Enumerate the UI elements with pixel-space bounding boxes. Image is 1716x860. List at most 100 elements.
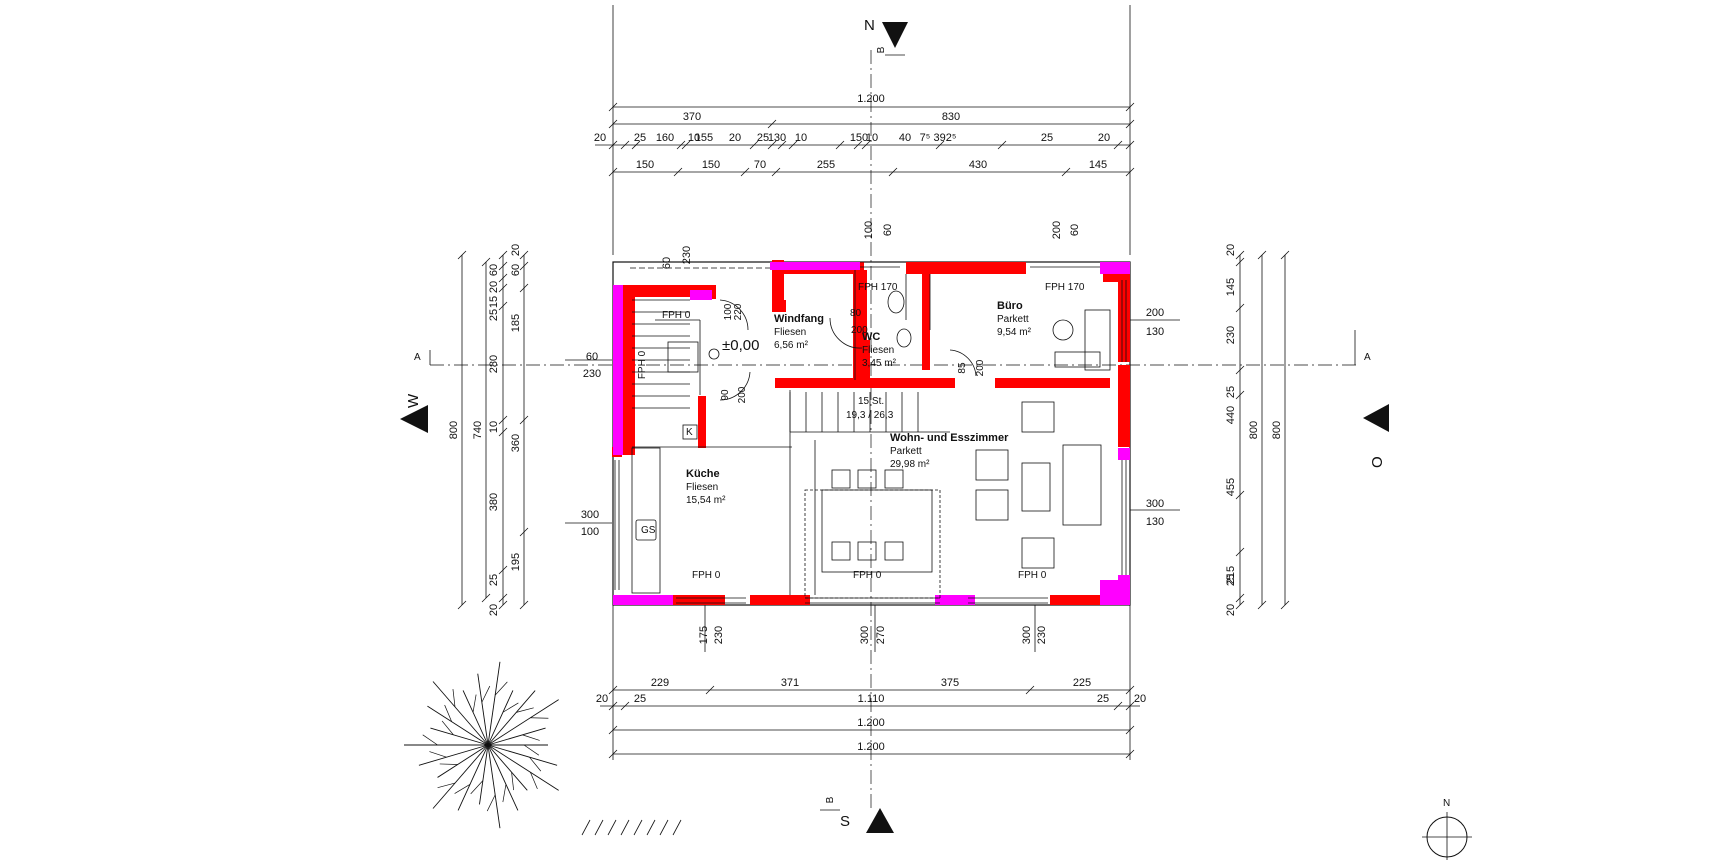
dim-row4-4: 430 [969,159,987,171]
dim-left-col3-6: 380 [488,493,500,511]
dim-right-col1-1: 145 [1225,278,1237,296]
armchair-0 [975,449,1009,481]
dim-tick [767,140,777,150]
dim-tick [777,140,787,150]
label-door-100: 100 [723,303,734,320]
dim-tick [608,749,618,759]
dim-opening-0: 175 [698,626,710,644]
dim-opening-1: 230 [713,626,725,644]
label-fph0-ess: FPH 0 [853,570,882,581]
dim-left-col3-3: 25 [488,309,500,321]
dim-win-left-60: 60 [586,351,598,363]
wall-corner-6 [935,595,975,605]
fridge-icon [682,424,698,440]
dim-tick [1061,167,1071,177]
south-arrow [866,808,894,833]
wall-corner-0 [613,285,623,455]
label-fph170-wc: FPH 170 [858,282,898,293]
tree-branch [457,744,489,811]
label-fph0-stair-vert: FPH 0 [637,350,648,379]
room-windfang-area: 6,56 m² [774,340,809,351]
elevation-marker [708,348,720,360]
dim-tick [608,725,618,735]
dim-top-vert-230: 230 [681,246,693,264]
dim-tick [608,140,618,150]
dim-tick [519,283,529,293]
washbasin-icon [896,328,912,348]
toilet-icon [887,290,905,314]
dim-left-col3-8: 20 [488,604,500,616]
west-arrow [400,405,428,433]
tree-twig [516,707,534,713]
room-kueche-floor: Fliesen [686,482,718,493]
dim-row4-1: 150 [702,159,720,171]
dim-tick [1235,593,1245,603]
chair-1 [857,469,877,489]
dim-right-col1-3: 25 [1225,386,1237,398]
room-windfang-floor: Fliesen [774,327,806,338]
dim-right-800b: 800 [1271,421,1283,439]
dim-bottom-row2-2: 1.110 [858,693,885,705]
dim-tick [1025,685,1035,695]
chair-5 [884,541,904,561]
hedge-stroke-3 [620,819,630,836]
wall-segment-20 [670,595,725,605]
wall-segment-4 [772,260,784,310]
dim-tick [1235,303,1245,313]
desk-icon [1084,309,1111,371]
chair-3 [831,541,851,561]
dim-left-col4-1: 60 [510,264,522,276]
tree-twig [441,720,454,736]
wall-segment-9 [1118,365,1130,447]
dim-left-col3-2: 15 [488,296,500,308]
dim-left-800: 800 [448,421,460,439]
room-windfang-name: Windfang [774,313,824,325]
dim-tick [673,167,683,177]
dim-tick [749,140,759,150]
tree-twig [472,694,477,713]
dim-row3-6: 25 [757,132,769,144]
dim-left-740: 740 [472,421,484,439]
east-label: O [1369,456,1386,468]
wall-segment-25 [698,396,706,448]
dim-tick [481,593,491,603]
tree-branch [437,744,489,778]
dim-top-vert-200: 200 [1051,221,1063,239]
dim-tick [1125,102,1135,112]
chair-4 [857,541,877,561]
dim-tick [481,257,491,267]
dim-tick [681,140,691,150]
tree-branch [487,744,558,766]
dim-tick [519,527,529,537]
tree-branch [432,681,489,746]
door-swing-3 [829,317,863,349]
tree-branch [487,744,519,811]
room-wc-name: WC [862,331,880,343]
dim-left-col3-7: 25 [488,574,500,586]
dim-row3-15: 20 [1098,132,1110,144]
dim-tick [788,140,798,150]
tree-branch [462,690,489,746]
wall-corner-8 [1118,575,1130,595]
door-swing-1 [719,371,751,401]
label-fph0-kueche: FPH 0 [692,570,721,581]
dim-bottom-total2-label: 1.200 [857,741,885,753]
wall-corner-9 [613,440,623,455]
sofa-icon [1062,444,1102,526]
dim-tick [498,593,508,603]
tree-branch [430,727,489,746]
hedge-stroke-6 [659,819,669,836]
dim-row3-5: 20 [729,132,741,144]
dim-win-right-300: 300 [1146,498,1164,510]
dim-row3-9: 150 [850,132,868,144]
dim-tick [705,685,715,695]
tree-branch [477,673,489,746]
wall-corner-1 [770,262,860,270]
dim-tick [1235,390,1245,400]
dim-row3-8: 10 [795,132,807,144]
dim-tick [608,685,618,695]
dim-tick [1125,685,1135,695]
dim-left-col3-5: 10 [488,421,500,433]
west-label: W [405,393,422,408]
room-wc-floor: Fliesen [862,345,894,356]
